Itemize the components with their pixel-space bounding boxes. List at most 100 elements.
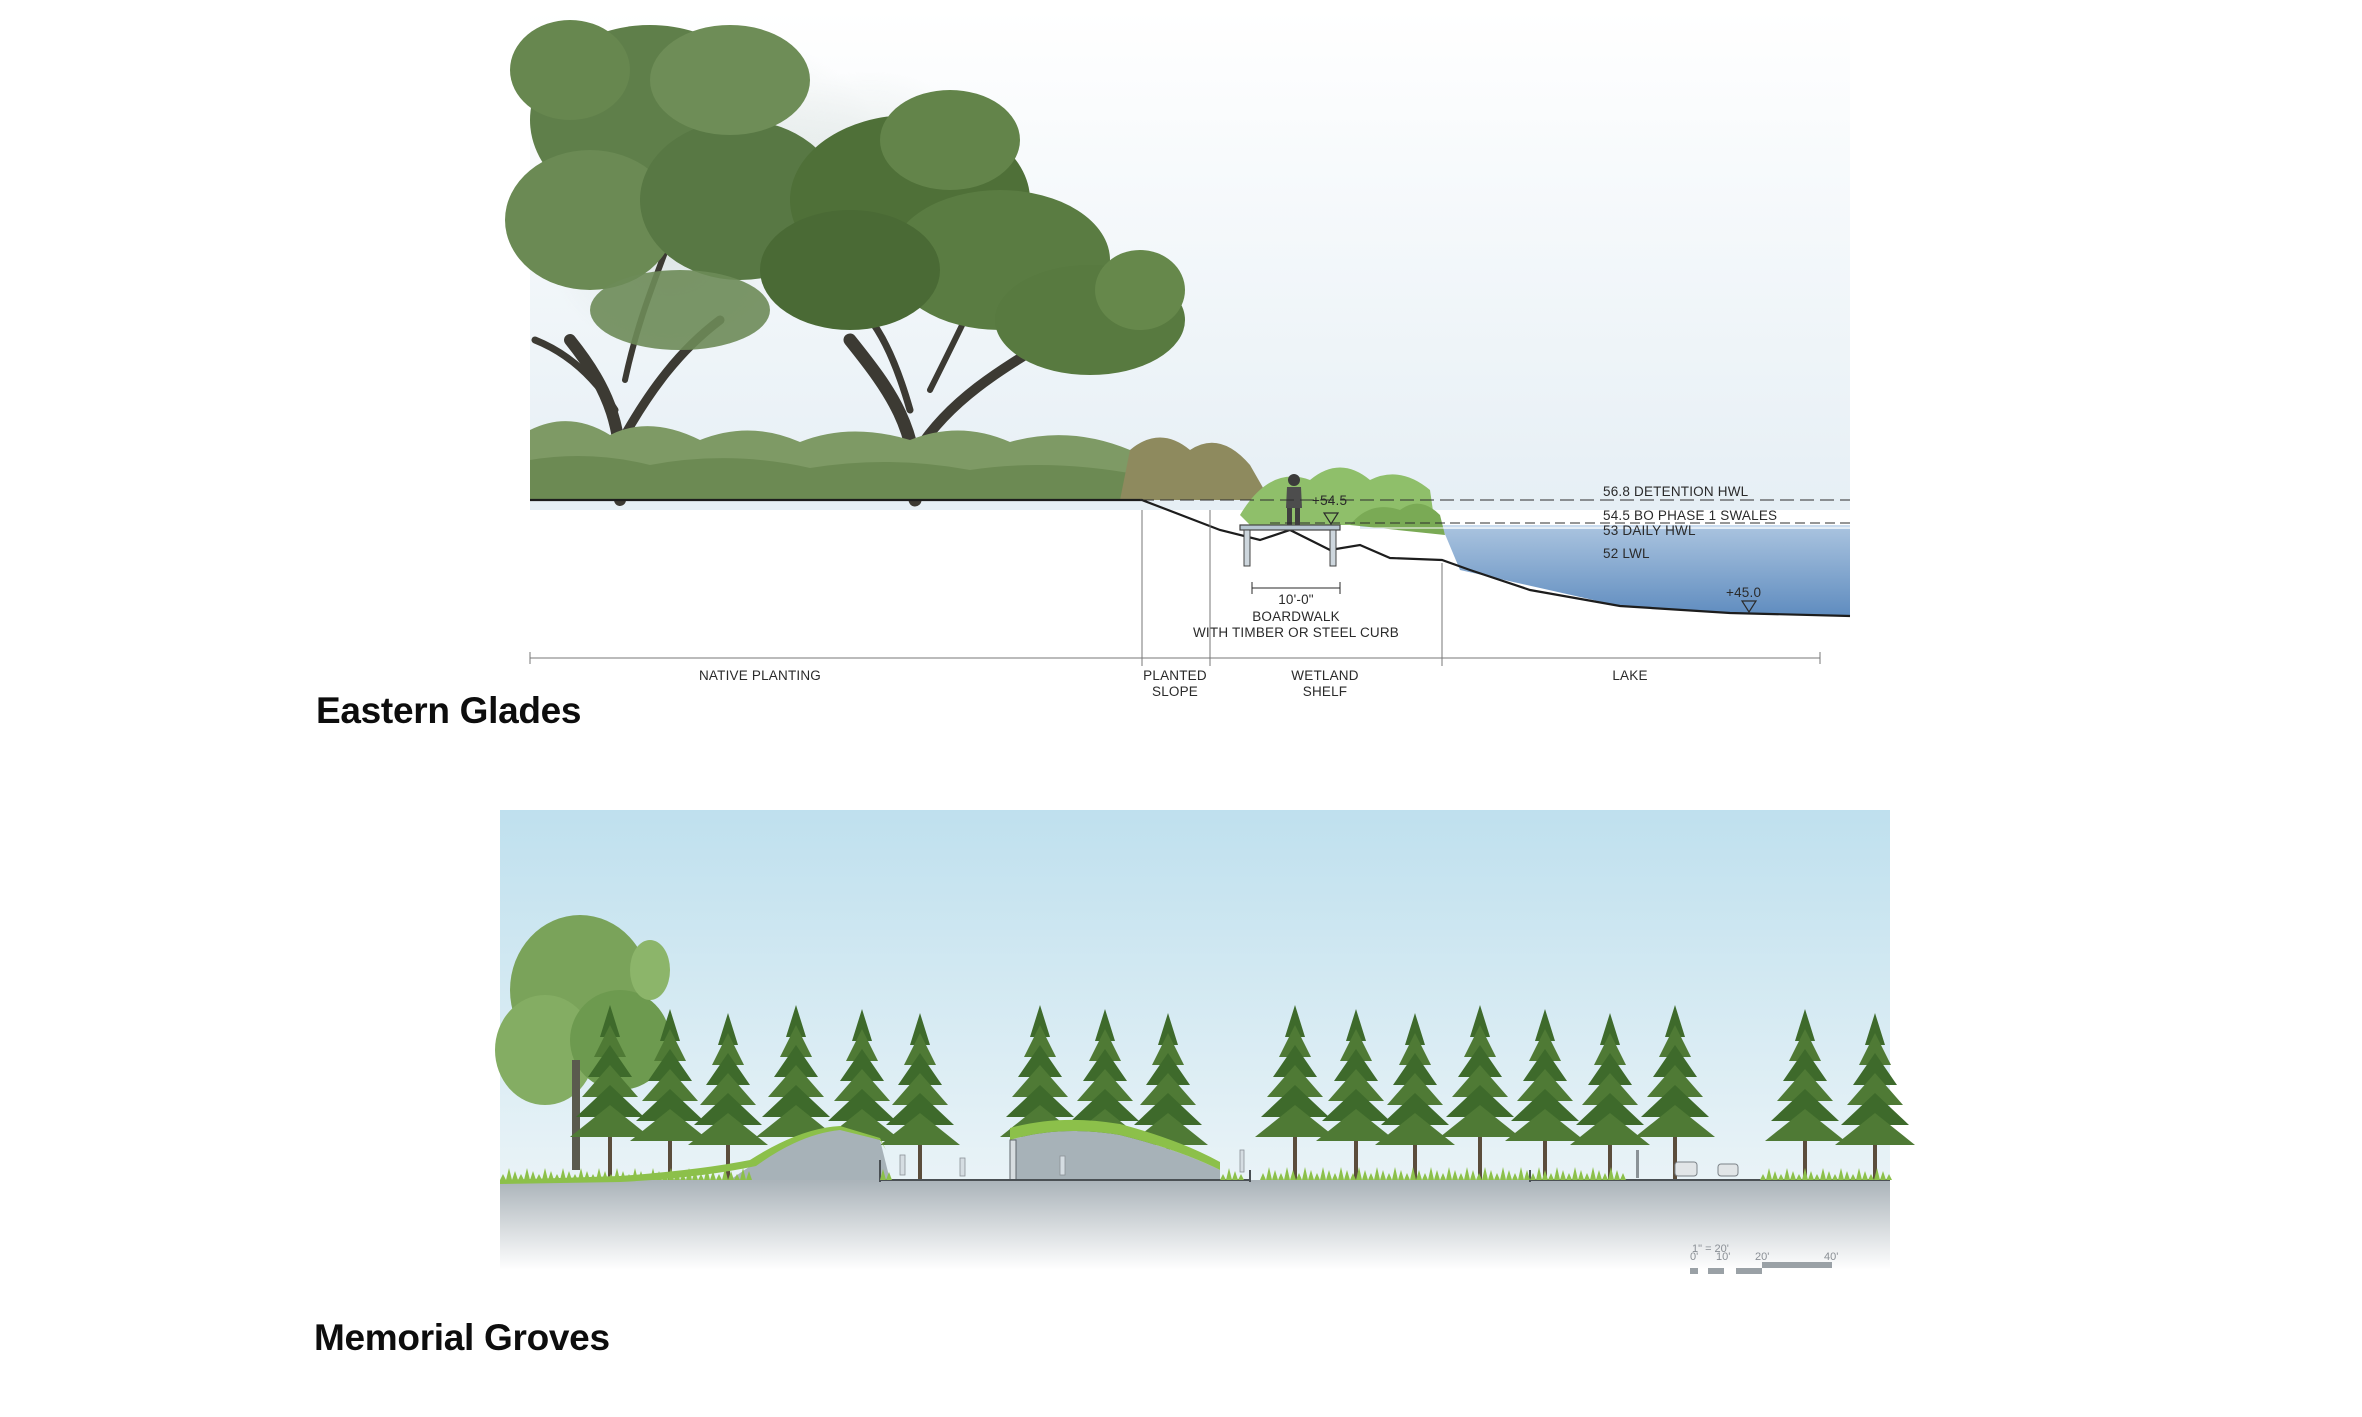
grass-tuft — [1850, 1174, 1856, 1180]
grass-tuft — [626, 1174, 632, 1180]
grass-tuft — [1380, 1170, 1386, 1180]
spot-elevation-boardwalk: +54.5 — [1312, 493, 1347, 508]
grass-tuft — [1512, 1173, 1518, 1180]
scale-tick-20: 20' — [1755, 1251, 1769, 1263]
center-berm-wall — [1009, 1139, 1017, 1181]
grass-tuft — [1440, 1173, 1446, 1180]
grass-tuft — [716, 1174, 722, 1180]
zone-label-wetland-2: SHELF — [1303, 684, 1348, 699]
grass-tuft — [1446, 1167, 1452, 1180]
grass-tuft — [1832, 1174, 1838, 1180]
level-label-daily: 53 DAILY HWL — [1603, 523, 1696, 538]
grass-tuft — [1802, 1168, 1808, 1180]
zone-label-planted-2: SLOPE — [1152, 684, 1198, 699]
grass-tuft — [1494, 1173, 1500, 1180]
grass-tuft — [1410, 1167, 1416, 1180]
grass-tuft — [740, 1168, 746, 1180]
pine-tree — [1128, 1013, 1208, 1180]
grass-tuft — [560, 1168, 566, 1180]
grass-tuft — [1464, 1167, 1470, 1180]
grass-tuft — [1374, 1167, 1380, 1180]
water-level-lines — [1140, 499, 1850, 529]
scale-bar: 1" = 20' 0' 10' 20' 40' — [1690, 1243, 1838, 1274]
grass-tuft — [1778, 1174, 1784, 1180]
grass-tuft — [1560, 1170, 1566, 1180]
grass-tuft — [1392, 1167, 1398, 1180]
grass-tuft — [1488, 1170, 1494, 1180]
grass-tuft — [1772, 1171, 1778, 1180]
grass-tuft — [1602, 1173, 1608, 1180]
grass-tuft — [524, 1168, 530, 1180]
grass-tuft — [1290, 1170, 1296, 1180]
grass-tuft — [644, 1174, 650, 1180]
boardwalk-dimension-value: 10'-0" — [1278, 592, 1314, 607]
pine-tree — [1440, 1005, 1520, 1180]
eastern-glades-section: 56.8 DETENTION HWL 54.5 BO PHASE 1 SWALE… — [505, 10, 1851, 700]
grass-tuft — [1590, 1167, 1596, 1180]
grass-tuft — [1862, 1171, 1868, 1180]
grass-tuft — [1814, 1174, 1820, 1180]
grass-tuft — [548, 1171, 554, 1180]
grass-tuft — [620, 1171, 626, 1180]
people-figures — [899, 1149, 1245, 1177]
grass-tuft — [1326, 1170, 1332, 1180]
grass-tuft — [746, 1171, 752, 1180]
lake-water — [1442, 527, 1850, 616]
grass-tuft — [1362, 1170, 1368, 1180]
grass-tuft — [1470, 1170, 1476, 1180]
pine-tree — [570, 1005, 650, 1180]
pine-tree — [1765, 1009, 1845, 1180]
grass-tuft — [632, 1168, 638, 1180]
grass-tuft — [880, 1169, 886, 1180]
pine-tree — [756, 1005, 836, 1180]
spot-elevation-marker-boardwalk — [1322, 512, 1340, 526]
grass-tuft — [506, 1168, 512, 1180]
grass-tuft — [1566, 1173, 1572, 1180]
memorial-ground — [500, 1180, 1890, 1270]
grass-tuft — [1542, 1170, 1548, 1180]
grass-tuft — [728, 1171, 734, 1180]
grass-tuft — [1620, 1173, 1626, 1180]
grass-tuft — [1868, 1174, 1874, 1180]
grass-tuft — [1422, 1173, 1428, 1180]
scale-tick-40: 40' — [1824, 1251, 1838, 1263]
native-grasses — [530, 421, 1445, 535]
grass-tuft — [662, 1174, 668, 1180]
grass-tuft — [1838, 1168, 1844, 1180]
grass-tuft — [1554, 1167, 1560, 1180]
grass-tuft — [1232, 1171, 1238, 1180]
zone-label-wetland-1: WETLAND — [1291, 668, 1358, 683]
pine-tree — [1375, 1013, 1455, 1180]
grass-tuft — [512, 1171, 518, 1180]
grass-tuft — [1266, 1167, 1272, 1180]
grass-tuft — [722, 1168, 728, 1180]
ground-section-line — [530, 498, 1851, 618]
pine-tree — [880, 1013, 960, 1180]
grass-tuft — [734, 1174, 740, 1180]
pine-tree — [1835, 1013, 1915, 1180]
boardwalk-structure — [1239, 474, 1341, 567]
grass-tuft — [596, 1168, 602, 1180]
grass-tuft — [1482, 1167, 1488, 1180]
pine-tree — [1316, 1009, 1396, 1180]
grass-tuft — [1356, 1167, 1362, 1180]
meadow-grass — [500, 1167, 1892, 1180]
zone-dividers — [529, 510, 1821, 666]
left-berm-grass — [500, 1126, 886, 1184]
grass-tuft — [1368, 1173, 1374, 1180]
grass-tuft — [1826, 1171, 1832, 1180]
eastern-glades-title: Eastern Glades — [316, 690, 582, 731]
grass-tuft — [542, 1168, 548, 1180]
grass-tuft — [1578, 1170, 1584, 1180]
grass-tuft — [1608, 1167, 1614, 1180]
grass-tuft — [1476, 1173, 1482, 1180]
boardwalk-label: BOARDWALK — [1252, 609, 1340, 624]
pine-tree — [1255, 1005, 1335, 1180]
center-berm-grass — [1010, 1119, 1220, 1170]
grass-tuft — [1524, 1170, 1530, 1180]
memorial-groves-section: 1" = 20' 0' 10' 20' 40' — [495, 810, 1915, 1300]
lamp-post — [1636, 1150, 1639, 1178]
grass-tuft — [1536, 1167, 1542, 1180]
pine-tree — [630, 1009, 710, 1180]
grass-tuft — [1506, 1170, 1512, 1180]
